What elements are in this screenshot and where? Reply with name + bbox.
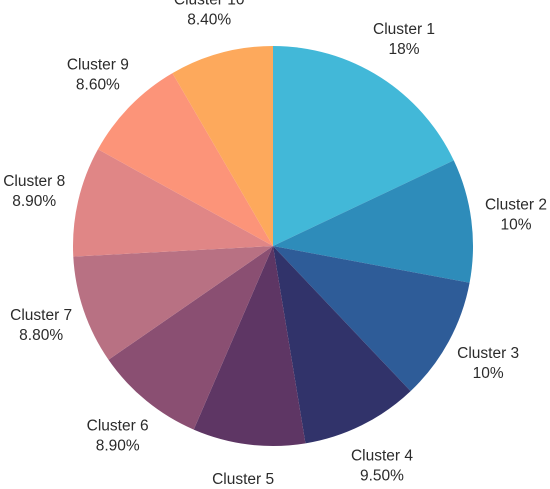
pie-slice-2 [273,160,473,283]
slice-label-10: Cluster 10 8.40% [174,0,245,28]
slice-name: Cluster 8 [3,173,65,190]
slice-name: Cluster 3 [457,345,519,362]
pie-slice-7 [73,246,273,360]
slice-value: 9.50% [360,467,404,484]
slice-name: Cluster 7 [10,307,72,324]
slice-value: 8.90% [96,437,140,454]
slice-value: 8.80% [19,327,63,344]
slice-name: Cluster 6 [87,417,149,434]
slice-value: 8.90% [12,193,56,210]
slice-value: 18% [389,41,420,58]
pie-slice-4 [273,246,411,444]
slice-label-8: Cluster 8 8.90% [3,173,65,210]
pie-slice-1 [273,46,454,246]
slice-name: Cluster 9 [67,57,129,74]
slice-value: 8.60% [76,77,120,94]
pie-slice-10 [172,46,273,246]
slice-name: Cluster 1 [373,21,435,38]
slice-label-3: Cluster 3 10% [457,345,519,382]
slice-value: 10% [500,217,531,234]
slice-value: 8.40% [187,11,231,28]
pie-slice-8 [73,149,273,257]
slice-name: Cluster 10 [174,0,245,8]
slice-value: 10% [473,365,504,382]
pie-slices [73,46,473,446]
slice-name: Cluster 4 [351,447,413,464]
slice-label-6: Cluster 6 8.90% [87,417,149,454]
slice-label-7: Cluster 7 8.80% [10,307,72,344]
pie-slice-3 [273,246,470,392]
slice-label-4: Cluster 4 9.50% [351,447,413,484]
slice-label-2: Cluster 2 10% [485,197,547,234]
slice-name: Cluster 2 [485,197,547,214]
pie-slice-5 [193,246,306,446]
slice-label-9: Cluster 9 8.60% [67,57,129,94]
pie-slice-6 [108,246,273,430]
slice-label-1: Cluster 1 18% [373,21,435,58]
pie-slice-9 [97,73,273,246]
slice-label-5: Cluster 59.10% [212,471,274,489]
slice-name: Cluster 5 [212,471,274,488]
